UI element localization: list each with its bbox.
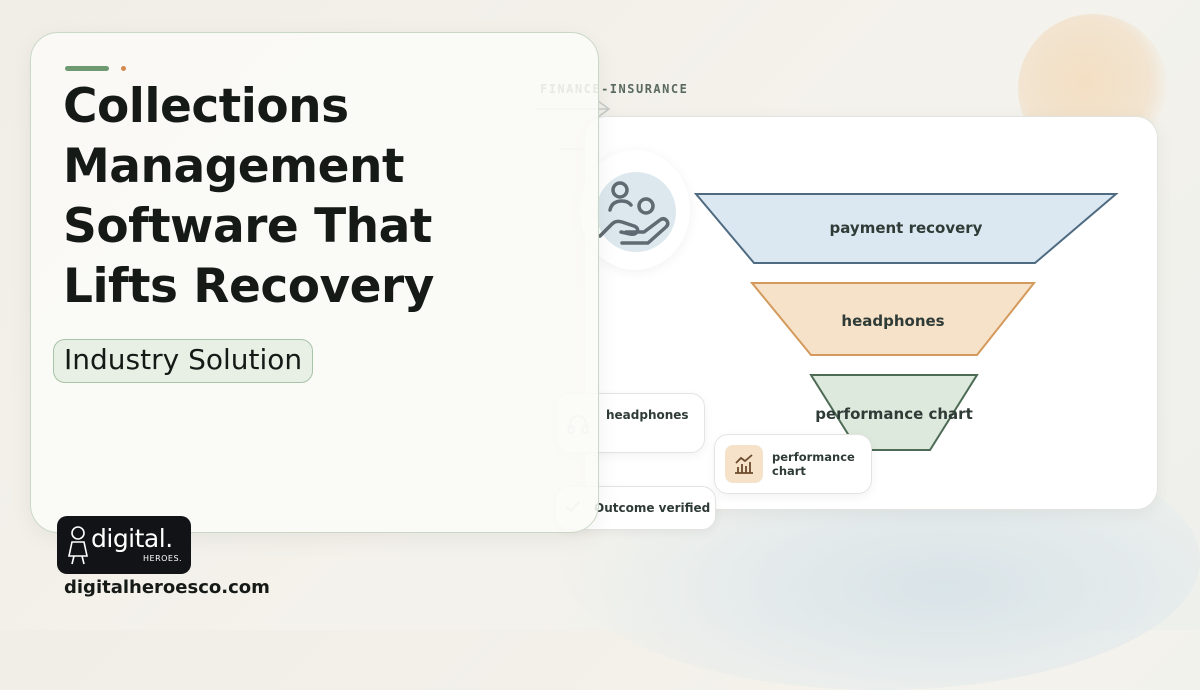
headphones-chip-label: headphones	[606, 408, 689, 422]
logo-wordmark: digital.	[91, 524, 173, 553]
page-title: Collections Management Software That Lif…	[63, 79, 434, 314]
outcome-chip-label: Outcome verified	[594, 501, 711, 515]
funnel-stage-performance-chart	[809, 374, 979, 451]
hero-card: Collections Management Software That Lif…	[30, 32, 599, 533]
accent-dot	[121, 66, 126, 71]
line-chart-icon	[735, 454, 753, 474]
funnel-label-headphones: headphones	[841, 312, 945, 330]
performance-chart-chip: performance chart	[714, 434, 872, 494]
hero-mascot-icon	[68, 526, 88, 565]
accent-bar	[65, 66, 109, 71]
funnel-label-performance-chart: performance chart	[815, 405, 973, 423]
logo-subtext: HEROES.	[143, 554, 183, 563]
industry-solution-tag: Industry Solution	[53, 339, 314, 383]
website-link[interactable]: digitalheroesco.com	[64, 577, 270, 598]
brand-logo[interactable]: digital. HEROES.	[57, 516, 191, 574]
hand-people-icon	[598, 181, 670, 245]
funnel-stage-payment-recovery	[693, 193, 1119, 264]
funnel-diagram	[693, 193, 1119, 451]
performance-chart-chip-label: performance chart	[772, 450, 855, 478]
funnel-stage-headphones	[749, 282, 1037, 356]
funnel-label-payment-recovery: payment recovery	[829, 219, 983, 237]
chart-icon-tile	[725, 445, 763, 483]
